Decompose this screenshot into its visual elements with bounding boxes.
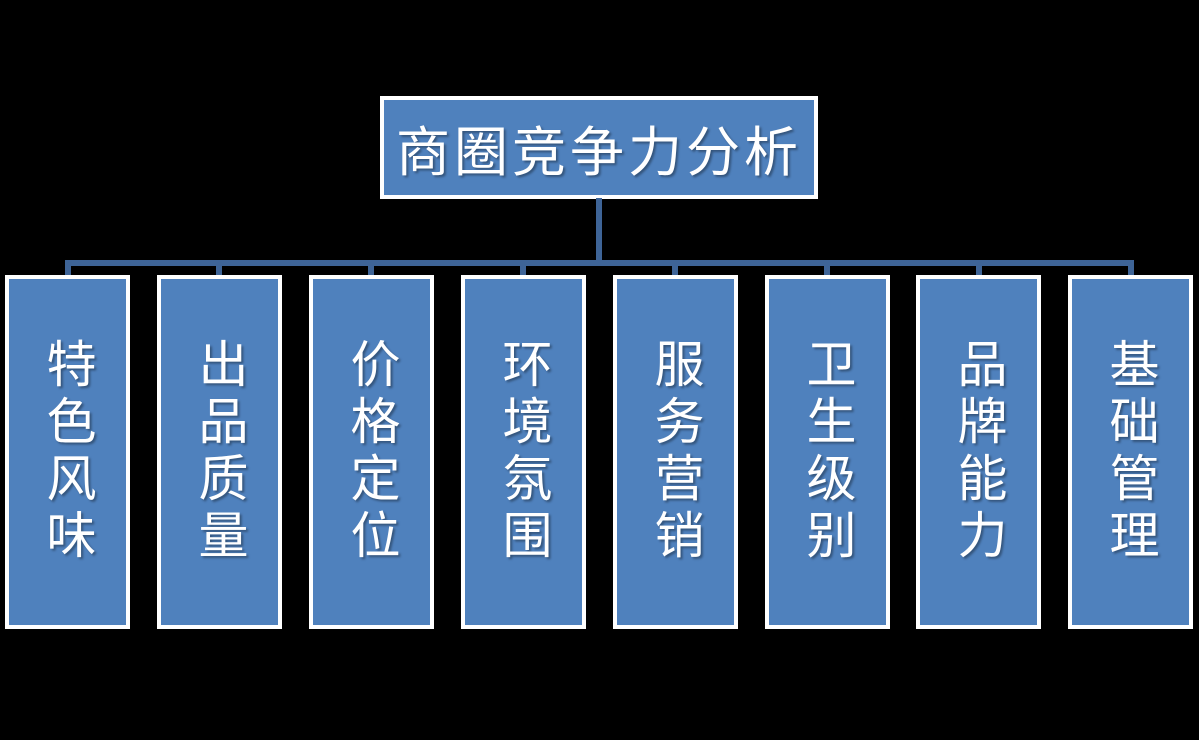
connector-stub-7 bbox=[976, 262, 982, 277]
child-node-tese-fengwei[interactable]: 特色风味 bbox=[5, 275, 130, 629]
child-node-fuwu-yingxiao[interactable]: 服务营销 bbox=[613, 275, 738, 629]
child-node-jichu-guanli[interactable]: 基础管理 bbox=[1068, 275, 1193, 629]
connector-stub-4 bbox=[520, 262, 526, 277]
child-node-label: 出品质量 bbox=[190, 338, 249, 566]
child-node-label: 特色风味 bbox=[38, 338, 97, 566]
child-node-chupin-zhiliang[interactable]: 出品质量 bbox=[157, 275, 282, 629]
connector-stub-5 bbox=[672, 262, 678, 277]
child-node-label: 基础管理 bbox=[1101, 338, 1160, 566]
child-node-label: 品牌能力 bbox=[949, 338, 1008, 566]
connector-root-stem bbox=[596, 198, 602, 262]
connector-bus bbox=[65, 260, 1134, 266]
connector-stub-8 bbox=[1128, 262, 1134, 277]
child-node-label: 价格定位 bbox=[342, 338, 401, 566]
child-node-label: 服务营销 bbox=[646, 338, 705, 566]
connector-stub-3 bbox=[368, 262, 374, 277]
child-node-label: 环境氛围 bbox=[494, 338, 553, 566]
connector-stub-1 bbox=[65, 262, 71, 277]
connector-stub-2 bbox=[216, 262, 222, 277]
child-node-label: 卫生级别 bbox=[798, 338, 857, 566]
child-node-jiage-dingwei[interactable]: 价格定位 bbox=[309, 275, 434, 629]
child-node-weisheng-jibie[interactable]: 卫生级别 bbox=[765, 275, 890, 629]
root-node[interactable]: 商圈竞争力分析 bbox=[380, 96, 818, 199]
connector-stub-6 bbox=[824, 262, 830, 277]
root-node-label: 商圈竞争力分析 bbox=[396, 121, 802, 184]
child-node-huanjing-fenwei[interactable]: 环境氛围 bbox=[461, 275, 586, 629]
child-node-pinpai-nengli[interactable]: 品牌能力 bbox=[916, 275, 1041, 629]
